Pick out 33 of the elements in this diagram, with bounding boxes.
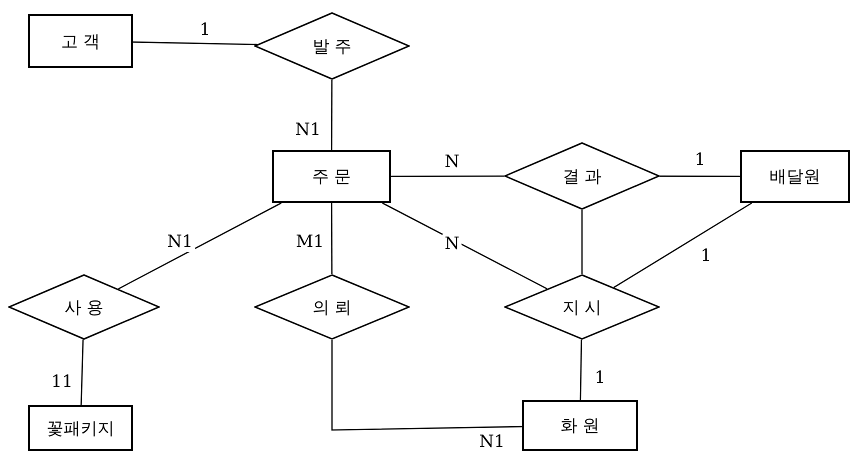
- relationship-diamond: [254, 12, 410, 80]
- relationship-diamond: [504, 274, 660, 340]
- entity-name: 화 원: [560, 415, 600, 437]
- relationship-line: [581, 210, 583, 274]
- relationship-line: [391, 176, 504, 178]
- cardinality-label: N1: [165, 232, 195, 252]
- relationship-name: 지 시: [562, 296, 602, 318]
- entity-box: [28, 405, 133, 451]
- entity-name: 고 객: [60, 30, 100, 52]
- relationship-line: [330, 203, 333, 274]
- entity-name: 배달원: [770, 166, 820, 188]
- relationship-line: [331, 340, 522, 431]
- entity-name: 주 문: [312, 166, 352, 188]
- relationship-line: [580, 340, 582, 400]
- entity-box: [272, 150, 391, 203]
- entity-box: [740, 150, 850, 203]
- relationship-name: 결 과: [562, 166, 602, 188]
- relationship-name: 의 뢰: [312, 296, 352, 318]
- entity-name: 꽃패키지: [46, 418, 114, 440]
- relationship-line: [660, 176, 740, 178]
- relationship-name: 발 주: [312, 36, 352, 58]
- relationship-name: 사 용: [64, 296, 104, 318]
- relationship-line: [614, 202, 752, 288]
- entity-box: [522, 400, 638, 451]
- relationship-line: [132, 41, 258, 46]
- relationship-line: [80, 340, 84, 406]
- relationship-diamond: [8, 274, 160, 340]
- relationship-diamond: [504, 142, 660, 210]
- relationship-line: [118, 202, 282, 290]
- relationship-line: [330, 80, 333, 150]
- relationship-diamond: [254, 274, 410, 340]
- entity-box: [28, 14, 133, 68]
- relationship-line: [382, 202, 548, 290]
